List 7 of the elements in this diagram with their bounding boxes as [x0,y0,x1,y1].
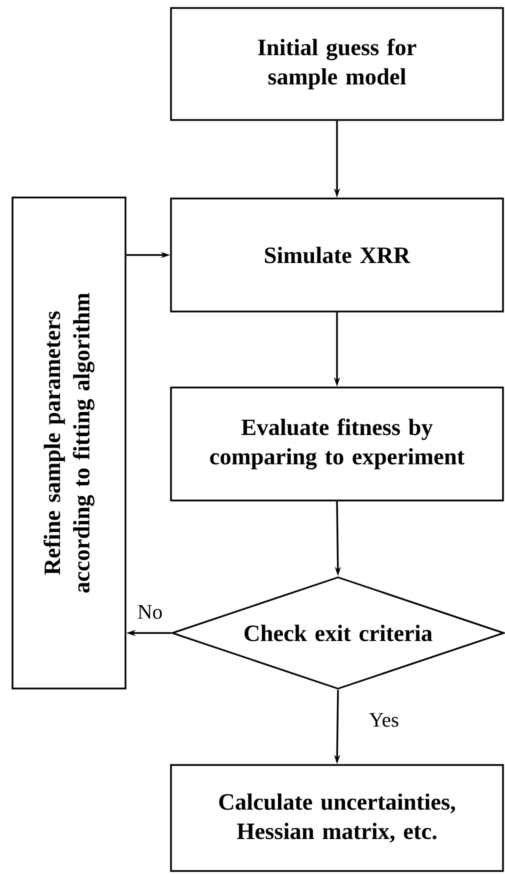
edge-label: Yes [368,712,400,728]
process-box: Simulate XRR [170,198,504,312]
process-box: Initial guess for sample model [170,7,504,121]
process-box: Refine sample parameters according to fitting algorithm [12,196,126,690]
process-box: Calculate uncertainties, Hessian matrix, etc. [170,764,504,872]
process-box: Evaluate fitness by comparing to experiment [170,386,504,502]
edge-label: No [136,604,164,620]
